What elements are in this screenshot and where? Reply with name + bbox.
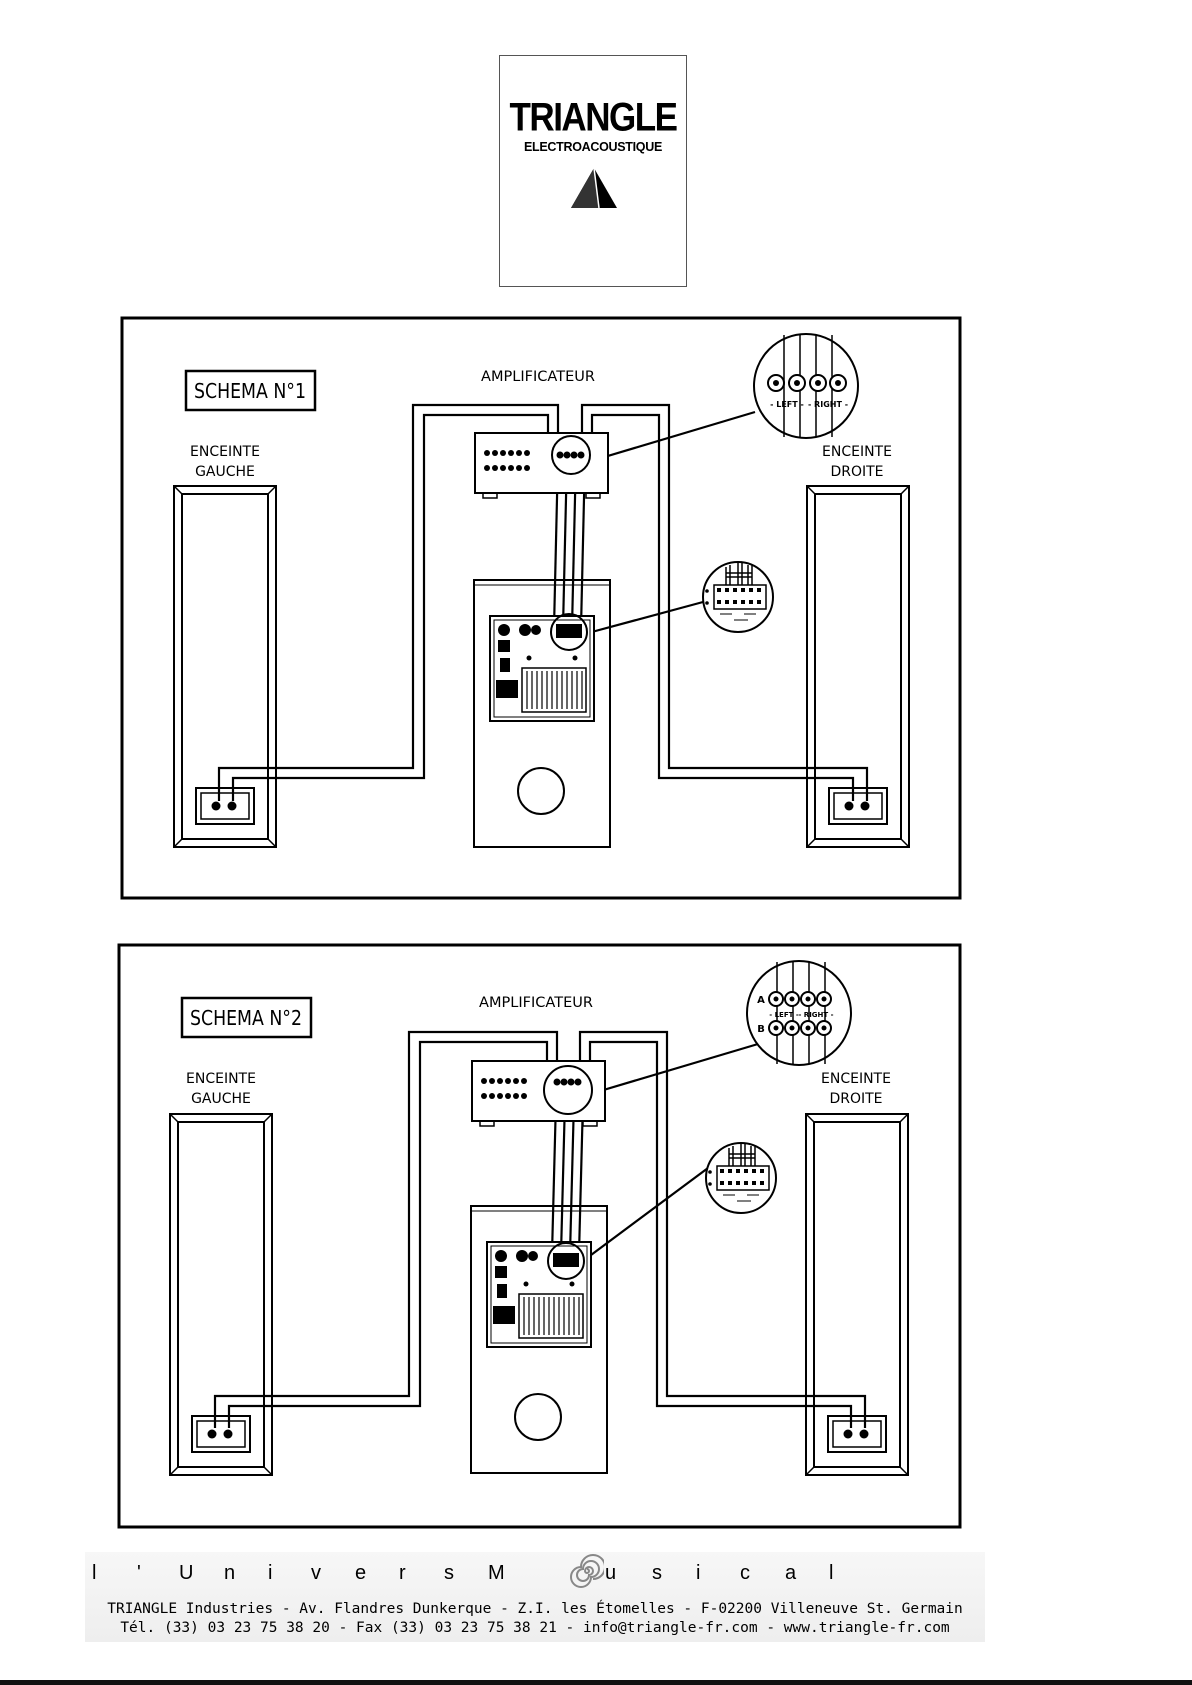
schema-2-detail-row-b: B	[757, 1024, 765, 1035]
schema-1-left-speaker-label: ENCEINTE	[190, 444, 260, 460]
footer-tagline-letter: v	[311, 1562, 321, 1584]
schema-1-left-speaker-label-2: GAUCHE	[195, 464, 255, 480]
schema-1-detail-left: - LEFT -	[770, 400, 804, 409]
schema-1-right-speaker-label-2: DROITE	[830, 464, 883, 480]
footer	[85, 1552, 985, 1642]
footer-tagline-letter: M	[488, 1562, 505, 1584]
footer-tagline-letter: s	[652, 1562, 662, 1584]
footer-tagline-letter: u	[605, 1562, 617, 1584]
footer-tagline: l ' U n i v e r s M u s i c a ll'Univers…	[92, 1562, 978, 1592]
schema-1-amplifier	[474, 432, 609, 499]
footer-tagline-letter: r	[399, 1562, 406, 1584]
schema-2-left-speaker-label: ENCEINTE	[186, 1071, 256, 1087]
schema-2-detail-left: - LEFT -	[769, 1011, 799, 1019]
schema-2-amplifier-label: AMPLIFICATEUR	[479, 995, 593, 1011]
schema-2-right-speaker-label: ENCEINTE	[821, 1071, 891, 1087]
footer-tagline-letter: l	[829, 1562, 834, 1584]
schema-1-detail-right: - RIGHT -	[808, 400, 848, 409]
schema-1-right-speaker	[806, 485, 910, 848]
logo-subtitle-text: ELECTROACOUSTIQUE	[524, 140, 662, 154]
schema-1-sub-input-detail	[702, 561, 774, 633]
footer-address: TRIANGLE Industries - Av. Flandres Dunke…	[107, 1601, 963, 1617]
footer-tagline-letter: U	[179, 1562, 194, 1584]
schema-1-subwoofer	[473, 579, 611, 848]
schema-2-detail-row-a: A	[757, 995, 765, 1006]
schema-2-right-speaker	[805, 1113, 909, 1476]
schema-1-title: SCHEMA N°1	[194, 379, 306, 403]
schema-2-cables	[213, 1030, 867, 1428]
schema-1-title-box	[184, 369, 317, 412]
footer-tagline-letter: '	[137, 1562, 141, 1584]
schema-2-title: SCHEMA N°2	[190, 1006, 302, 1030]
schema-2-amplifier	[471, 1060, 606, 1127]
schema-2-left-speaker-label-2: GAUCHE	[191, 1091, 251, 1107]
schema-1-frame	[120, 316, 962, 900]
footer-tagline-letter: i	[268, 1562, 273, 1584]
schema-2-detail-right: - RIGHT -	[798, 1011, 833, 1019]
footer-tagline-letter: l	[92, 1562, 97, 1584]
triangle-logo: TRIANGLE ELECTROACOUSTIQUE	[499, 55, 687, 287]
schema-2-subwoofer	[470, 1205, 608, 1474]
footer-tagline-letter: n	[224, 1562, 236, 1584]
schema-1-right-speaker-label: ENCEINTE	[822, 444, 892, 460]
schema-2: SCHEMA N°2 AMPLIFICATEUR ENCEINTE GAUCHE…	[117, 943, 962, 1529]
schema-1: SCHEMA N°1 AMPLIFICATEUR ENCEINTE GAUCHE…	[120, 316, 962, 900]
schema-1-cables	[217, 403, 869, 801]
schema-1-left-speaker	[173, 485, 277, 848]
bottom-rule	[0, 1680, 1192, 1685]
schema-2-sub-input-detail	[705, 1142, 777, 1214]
footer-tagline-letter: c	[740, 1562, 750, 1584]
schema-2-left-speaker	[169, 1113, 273, 1476]
schema-2-frame	[117, 943, 962, 1529]
spiral-logo-icon	[570, 1554, 604, 1588]
triangle-logo-icon	[571, 167, 617, 209]
schema-1-amplifier-label: AMPLIFICATEUR	[481, 369, 595, 385]
footer-tagline-letter: e	[355, 1562, 367, 1584]
schema-2-right-speaker-label-2: DROITE	[829, 1091, 882, 1107]
footer-tagline-letter: a	[785, 1562, 797, 1584]
footer-contact: Tél. (33) 03 23 75 38 20 - Fax (33) 03 2…	[120, 1620, 950, 1636]
footer-tagline-letter: s	[444, 1562, 454, 1584]
logo-brand-text: TRIANGLE	[509, 95, 678, 140]
footer-tagline-letter: i	[696, 1562, 701, 1584]
schema-2-title-box	[180, 996, 313, 1039]
